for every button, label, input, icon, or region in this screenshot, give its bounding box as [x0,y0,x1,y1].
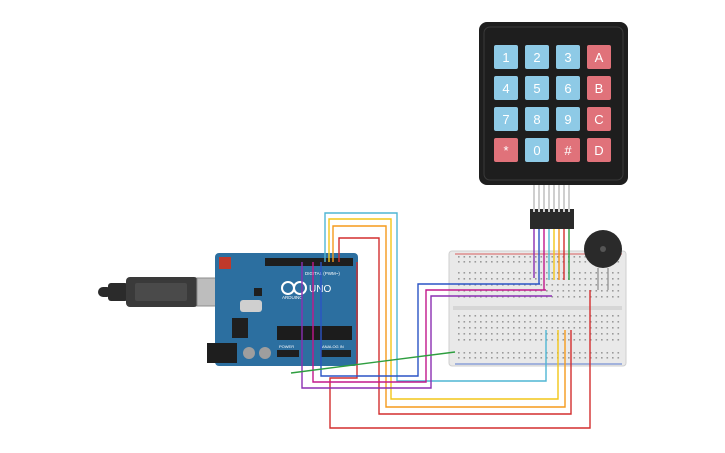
keypad-key-A[interactable]: A [587,45,611,69]
keypad-key-7[interactable]: 7 [494,107,518,131]
svg-text:#: # [564,143,572,158]
svg-text:3: 3 [564,50,571,65]
svg-text:5: 5 [533,81,540,96]
wire-7 [320,262,540,377]
breadboard [448,250,627,367]
keypad-4x4: 1 2 3 A 4 5 6 B 7 8 9 C * 0 # D [479,22,628,229]
keypad-key-star[interactable]: * [494,138,518,162]
power-jack [207,343,237,363]
svg-text:7: 7 [502,112,509,127]
power-header [277,350,299,357]
keypad-key-hash[interactable]: # [556,138,580,162]
svg-text:B: B [595,81,604,96]
wire-2 [332,225,566,408]
svg-text:8: 8 [533,112,540,127]
board-brand: ARDUINO [282,295,303,300]
svg-text:9: 9 [564,112,571,127]
svg-text:D: D [594,143,603,158]
svg-text:1: 1 [502,50,509,65]
keypad-key-8[interactable]: 8 [525,107,549,131]
svg-text:2: 2 [533,50,540,65]
digital-header-label: DIGITAL (PWM~) [305,271,340,276]
piezo-buzzer [584,230,622,290]
reset-button[interactable] [219,257,231,269]
keypad-key-B[interactable]: B [587,76,611,100]
keypad-key-1[interactable]: 1 [494,45,518,69]
keypad-key-5[interactable]: 5 [525,76,549,100]
digital-header [265,258,353,266]
svg-text:6: 6 [564,81,571,96]
wire-3 [338,237,572,415]
keypad-key-6[interactable]: 6 [556,76,580,100]
svg-text:4: 4 [502,81,509,96]
keypad-key-9[interactable]: 9 [556,107,580,131]
wire-8 [290,351,456,374]
svg-text:A: A [595,50,604,65]
keypad-key-0[interactable]: 0 [525,138,549,162]
board-model: UNO [309,284,331,295]
keypad-key-2[interactable]: 2 [525,45,549,69]
wires [290,212,591,429]
analog-header [321,350,351,357]
svg-text:0: 0 [533,143,540,158]
wire-4 [329,262,591,429]
arduino-uno-board: DIGITAL (PWM~) UNO ARDUINO POWER ANALOG … [207,253,358,366]
keypad-key-C[interactable]: C [587,107,611,131]
wire-6 [312,262,546,383]
svg-text:*: * [503,143,508,158]
svg-text:C: C [594,112,603,127]
arduino-logo-icon [281,281,307,295]
microcontroller-chip [277,326,352,340]
wire-5 [301,262,552,389]
power-header-label: POWER [279,344,294,349]
usb-cable [98,277,236,307]
wire-1 [328,218,559,400]
keypad-key-3[interactable]: 3 [556,45,580,69]
analog-header-label: ANALOG IN [322,344,344,349]
keypad-key-4[interactable]: 4 [494,76,518,100]
keypad-connector [530,209,574,229]
keypad-key-D[interactable]: D [587,138,611,162]
wire-0 [324,212,547,382]
